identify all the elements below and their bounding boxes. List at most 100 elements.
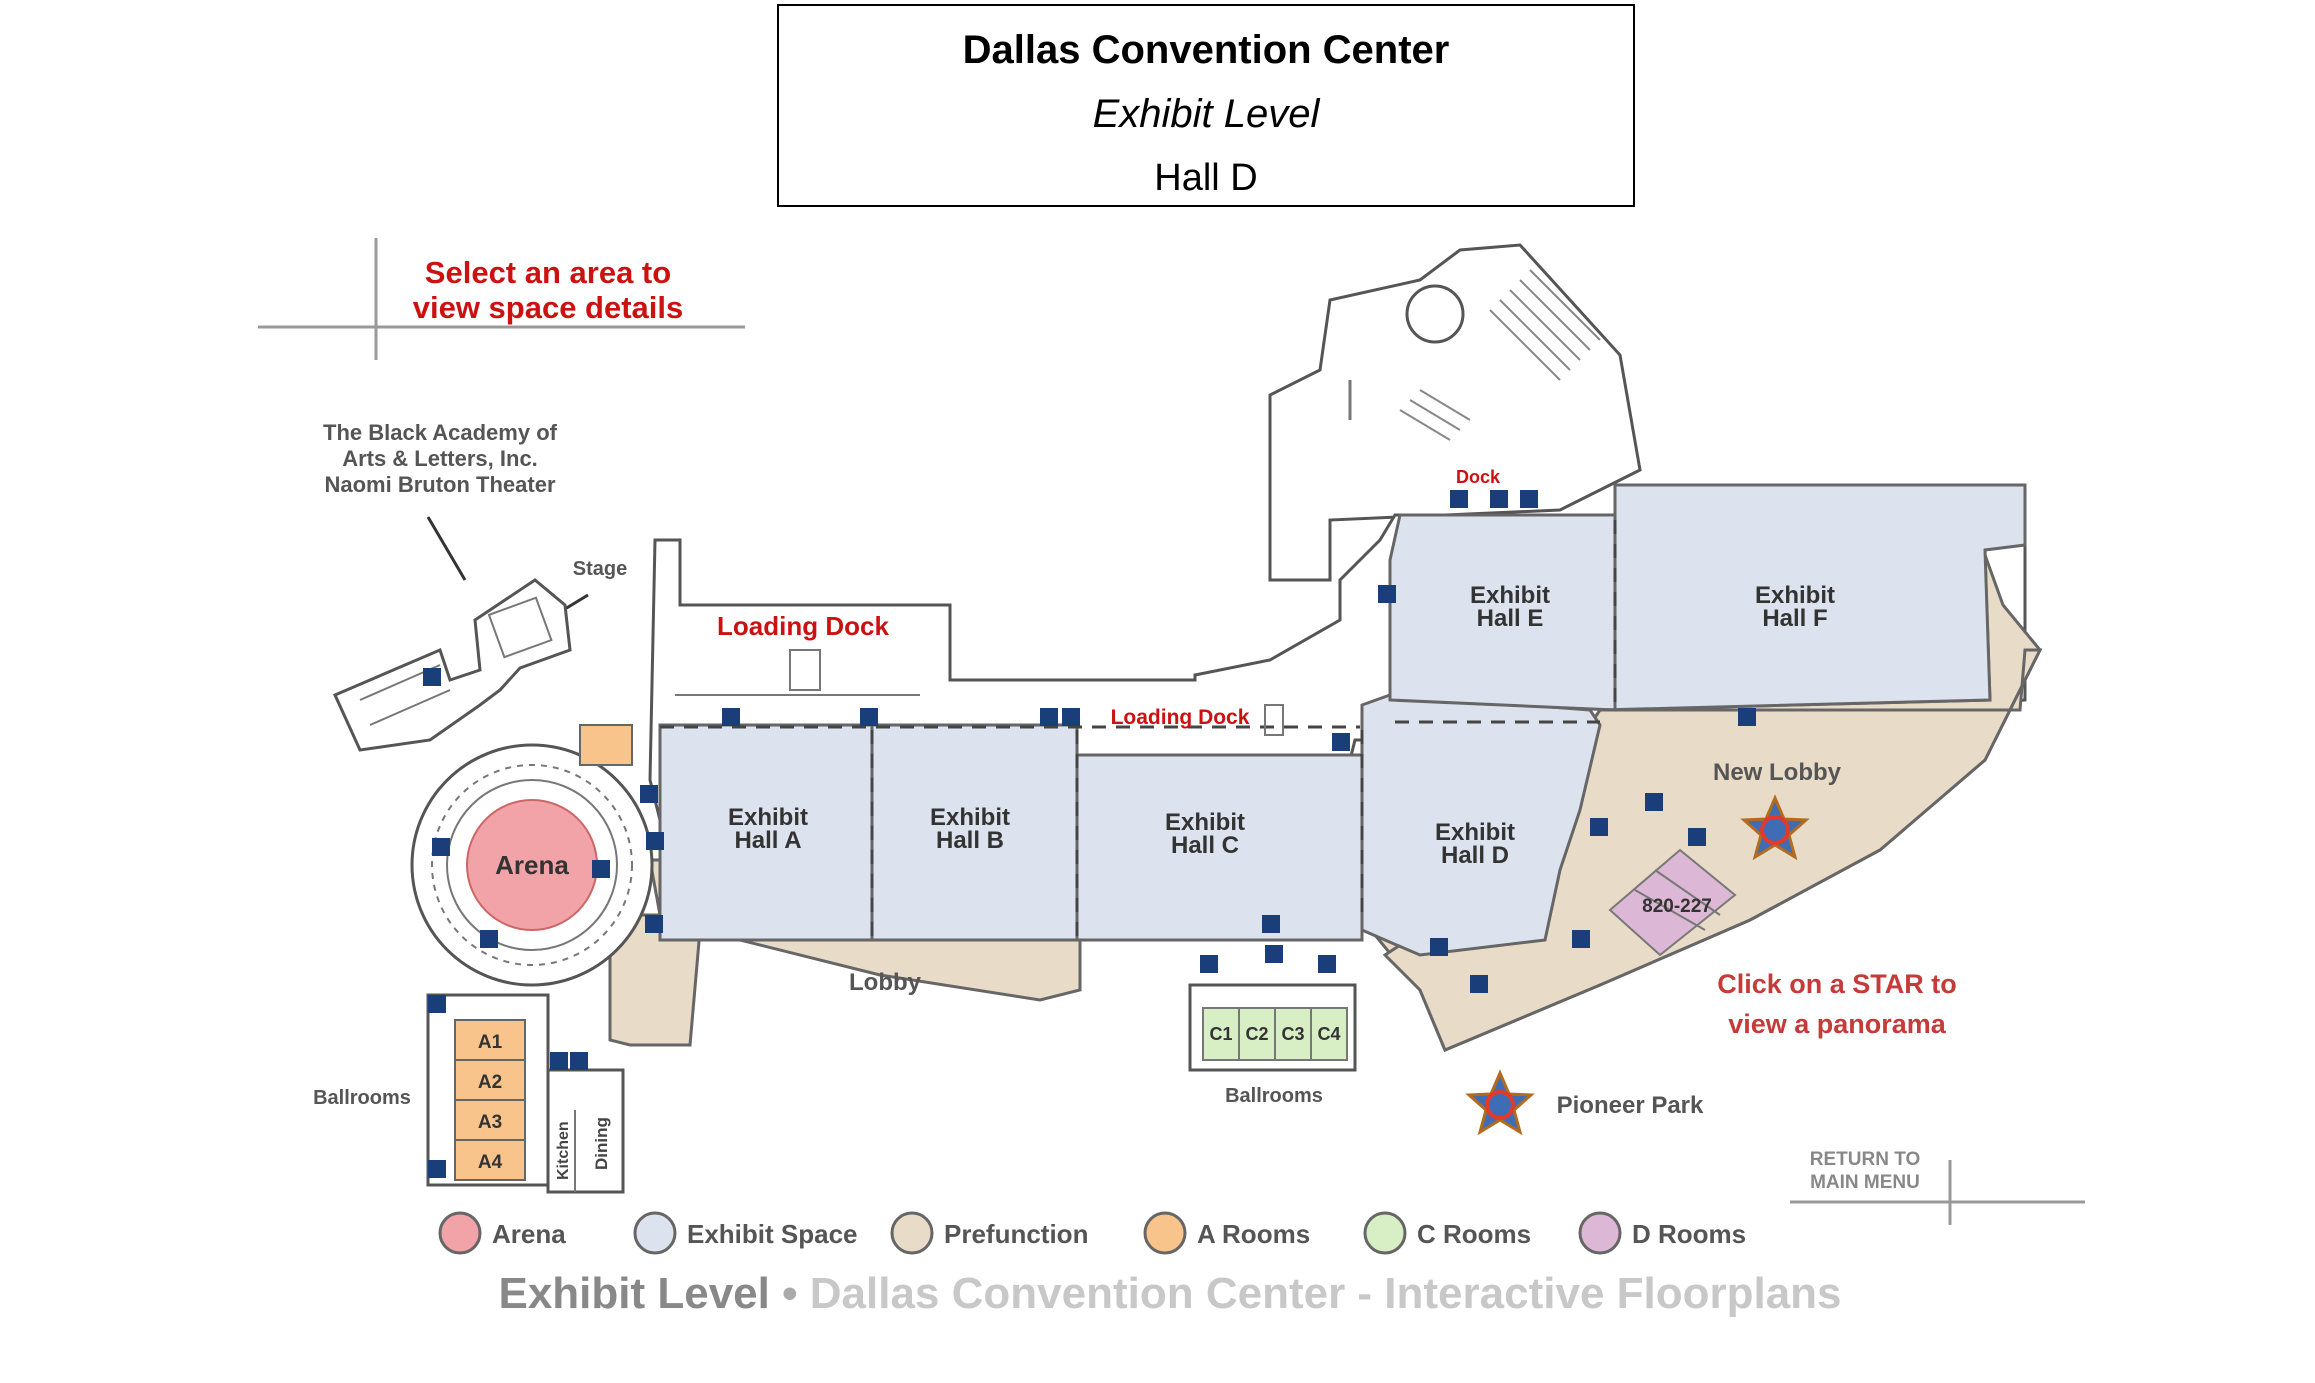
- a-room-a4[interactable]: [454, 1139, 526, 1181]
- return-label-2: MAIN MENU: [1810, 1172, 1920, 1193]
- footer-title: Exhibit Level • Dallas Convention Center…: [498, 1269, 1841, 1318]
- legend-swatch-0: [438, 1211, 482, 1255]
- d-rooms[interactable]: [1608, 848, 1737, 957]
- star-instruction-1: Click on a STAR to: [1717, 969, 1957, 999]
- theater-pointer: [426, 516, 467, 581]
- restroom-icon: [432, 838, 450, 856]
- escalator-icon: [1645, 793, 1663, 811]
- exhibit-hall-b[interactable]: [870, 723, 1079, 942]
- instruction-crosshair: [258, 238, 745, 360]
- hall-f-label-1: Exhibit: [1755, 582, 1835, 609]
- restroom-icon: [570, 1052, 588, 1070]
- restroom-icon: [860, 708, 878, 726]
- restroom-icon: [1062, 708, 1080, 726]
- pioneer-park-label: Pioneer Park: [1557, 1092, 1704, 1119]
- star-instruction-2: view a panorama: [1728, 1009, 1947, 1039]
- d-rooms-label: 820-227: [1642, 896, 1712, 917]
- hall-a-label-1: Exhibit: [728, 804, 808, 831]
- escalator-icon: [1688, 828, 1706, 846]
- restroom-icon: [1378, 585, 1396, 603]
- stage-label: Stage: [573, 558, 627, 580]
- hall-name: Hall D: [1154, 157, 1258, 199]
- hall-dividers: [660, 520, 1617, 940]
- ballrooms-center-label: Ballrooms: [1225, 1085, 1323, 1107]
- star-panorama-pioneer-park[interactable]: [1465, 1069, 1535, 1136]
- hall-a-label-2: Hall A: [734, 827, 801, 854]
- legend-swatch-4: [1363, 1211, 1407, 1255]
- restroom-icon: [1200, 955, 1218, 973]
- restroom-icon: [1318, 955, 1336, 973]
- legend-label-2: Prefunction: [944, 1219, 1088, 1249]
- restroom-icon: [1430, 938, 1448, 956]
- c-room-c4[interactable]: [1310, 1007, 1348, 1061]
- return-main-menu[interactable]: RETURN TO MAIN MENU: [1790, 1149, 2085, 1225]
- escalator-icon: [1040, 708, 1058, 726]
- a2-label: A2: [478, 1072, 502, 1093]
- page-title: Dallas Convention Center: [962, 28, 1450, 72]
- legend-swatch-2: [890, 1211, 934, 1255]
- restroom-icon: [1738, 708, 1756, 726]
- escalator-icon: [1450, 490, 1468, 508]
- c1-label: C1: [1209, 1024, 1232, 1044]
- hall-f-label-2: Hall F: [1762, 605, 1827, 632]
- c2-label: C2: [1245, 1024, 1268, 1044]
- a4-label: A4: [478, 1152, 503, 1173]
- exhibit-hall-e[interactable]: [1388, 513, 1617, 712]
- restroom-icon: [1490, 490, 1508, 508]
- restroom-icon: [1262, 915, 1280, 933]
- hall-d-label-1: Exhibit: [1435, 819, 1515, 846]
- escalator-icon: [428, 995, 446, 1013]
- exhibit-hall-f[interactable]: [1599, 483, 2027, 712]
- hall-d-label-2: Hall D: [1441, 842, 1509, 869]
- loading-dock-label-1: Loading Dock: [717, 611, 889, 641]
- theater-label-3: Naomi Bruton Theater: [324, 472, 555, 497]
- kitchen-label: Kitchen: [555, 1121, 572, 1180]
- legend-swatch-1: [633, 1211, 677, 1255]
- hall-c-label-1: Exhibit: [1165, 809, 1245, 836]
- small-a-room[interactable]: [579, 724, 633, 766]
- loading-dock-bays: [675, 649, 1284, 736]
- legend-label-0: Arena: [492, 1219, 566, 1249]
- footer-level: Exhibit Level: [498, 1269, 769, 1318]
- a-room-a2[interactable]: [454, 1059, 526, 1101]
- escalator-icon: [428, 1160, 446, 1178]
- lobby-label: Lobby: [849, 969, 922, 996]
- a3-label: A3: [478, 1112, 502, 1133]
- footer-bullet: •: [782, 1269, 810, 1318]
- restroom-icon: [640, 785, 658, 803]
- restroom-icon: [1332, 733, 1350, 751]
- c-room-c2[interactable]: [1238, 1007, 1276, 1061]
- exhibit-hall-a[interactable]: [658, 723, 874, 942]
- legend-swatch-5: [1578, 1211, 1622, 1255]
- instruction-line-1: Select an area to: [425, 255, 671, 290]
- restroom-icon: [550, 1052, 568, 1070]
- dock-label: Dock: [1456, 467, 1501, 487]
- c-room-c1[interactable]: [1202, 1007, 1240, 1061]
- title-box: Dallas Convention Center Exhibit Level H…: [777, 4, 1635, 207]
- restroom-icon: [423, 668, 441, 686]
- legend-label-5: D Rooms: [1632, 1219, 1746, 1249]
- hall-c-label-2: Hall C: [1171, 832, 1239, 859]
- return-label-1: RETURN TO: [1810, 1149, 1920, 1170]
- a-room-a3[interactable]: [454, 1099, 526, 1141]
- hall-b-label-1: Exhibit: [930, 804, 1010, 831]
- theater-building[interactable]: [333, 578, 572, 752]
- ballrooms-left-label: Ballrooms: [313, 1087, 411, 1109]
- instruction-line-2: view space details: [413, 290, 684, 325]
- escalator-icon: [1470, 975, 1488, 993]
- restroom-icon: [480, 930, 498, 948]
- page-subtitle: Exhibit Level: [1092, 92, 1320, 136]
- hall-b-label-2: Hall B: [936, 827, 1004, 854]
- hall-e-label-1: Exhibit: [1470, 582, 1550, 609]
- star-panorama-new-lobby[interactable]: [1740, 794, 1810, 861]
- exhibit-hall-d[interactable]: [1360, 693, 1602, 957]
- restroom-icon: [1590, 818, 1608, 836]
- exhibit-hall-c[interactable]: [1075, 753, 1364, 942]
- escalator-icon: [646, 832, 664, 850]
- legend-label-3: A Rooms: [1197, 1219, 1310, 1249]
- restroom-icon: [592, 860, 610, 878]
- c4-label: C4: [1317, 1024, 1340, 1044]
- legend-label-4: C Rooms: [1417, 1219, 1531, 1249]
- escalator-icon: [1520, 490, 1538, 508]
